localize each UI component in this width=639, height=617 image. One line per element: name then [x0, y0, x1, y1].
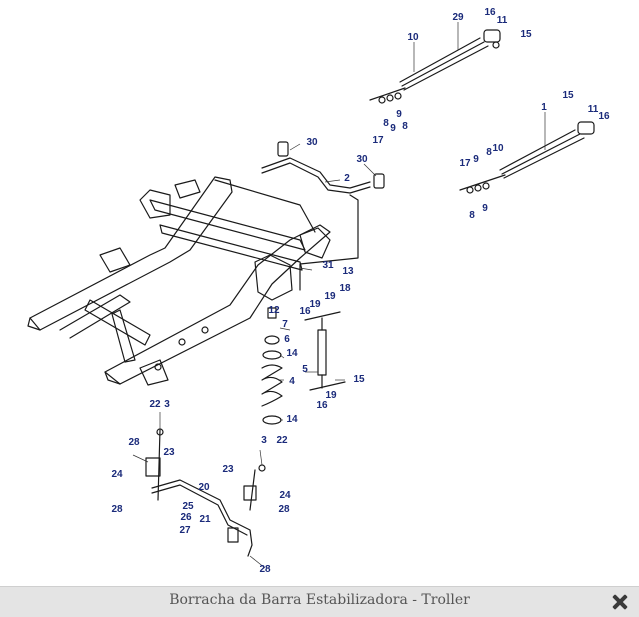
part-label-12: 12 — [268, 305, 280, 316]
part-label-17: 17 — [459, 158, 471, 169]
part-label-9: 9 — [473, 154, 479, 165]
part-label-17: 17 — [372, 135, 384, 146]
coil-spring — [261, 307, 283, 425]
part-label-8: 8 — [486, 147, 492, 158]
part-label-11: 11 — [588, 104, 599, 115]
part-label-29: 29 — [452, 12, 464, 23]
part-label-24: 24 — [279, 490, 291, 501]
part-label-23: 23 — [222, 464, 234, 475]
part-label-9: 9 — [390, 123, 396, 134]
part-label-8: 8 — [383, 118, 389, 129]
part-label-30: 30 — [306, 137, 318, 148]
shock-absorber — [304, 311, 346, 391]
stabilizer-bar — [261, 141, 385, 291]
part-label-16: 16 — [299, 306, 311, 317]
part-label-14: 14 — [286, 414, 298, 425]
part-label-23: 23 — [163, 447, 175, 458]
part-label-28: 28 — [111, 504, 123, 515]
upper-link-29 — [369, 29, 501, 104]
part-label-19: 19 — [324, 291, 336, 302]
part-label-7: 7 — [282, 319, 288, 330]
part-label-13: 13 — [342, 266, 354, 277]
part-label-3: 3 — [261, 435, 267, 446]
part-label-8: 8 — [469, 210, 475, 221]
part-label-26: 26 — [180, 512, 192, 523]
part-label-15: 15 — [562, 90, 574, 101]
part-label-20: 20 — [198, 482, 210, 493]
part-label-15: 15 — [520, 29, 532, 40]
part-label-19: 19 — [309, 299, 321, 310]
part-label-16: 16 — [598, 111, 610, 122]
part-label-6: 6 — [284, 334, 290, 345]
part-label-28: 28 — [259, 564, 271, 575]
part-label-30: 30 — [356, 154, 368, 165]
part-label-4: 4 — [289, 376, 295, 387]
part-label-24: 24 — [111, 469, 123, 480]
image-caption: Borracha da Barra Estabilizadora - Troll… — [169, 592, 470, 608]
part-label-19: 19 — [325, 390, 337, 401]
rear-stabilizer-bar — [145, 428, 266, 557]
part-label-10: 10 — [492, 143, 504, 154]
part-label-16: 16 — [316, 400, 328, 411]
part-label-22: 22 — [276, 435, 288, 446]
part-label-14: 14 — [286, 348, 298, 359]
part-label-9: 9 — [396, 109, 402, 120]
part-label-28: 28 — [278, 504, 290, 515]
part-label-31: 31 — [322, 260, 334, 271]
part-label-21: 21 — [199, 514, 211, 525]
part-label-5: 5 — [302, 364, 308, 375]
part-label-15: 15 — [353, 374, 365, 385]
part-label-18: 18 — [339, 283, 351, 294]
part-label-28: 28 — [128, 437, 140, 448]
lower-link-1 — [459, 121, 595, 194]
part-label-16: 16 — [484, 7, 496, 18]
part-label-25: 25 — [182, 501, 194, 512]
part-label-1: 1 — [541, 102, 547, 113]
chassis-frame — [27, 176, 331, 386]
close-icon[interactable] — [609, 591, 631, 613]
caption-bar: Borracha da Barra Estabilizadora - Troll… — [0, 586, 639, 617]
part-label-22: 22 — [149, 399, 161, 410]
part-label-27: 27 — [179, 525, 191, 536]
part-label-11: 11 — [497, 15, 508, 26]
part-label-9: 9 — [482, 203, 488, 214]
part-label-10: 10 — [407, 32, 419, 43]
part-label-3: 3 — [164, 399, 170, 410]
part-label-8: 8 — [402, 121, 408, 132]
part-label-2: 2 — [344, 173, 350, 184]
